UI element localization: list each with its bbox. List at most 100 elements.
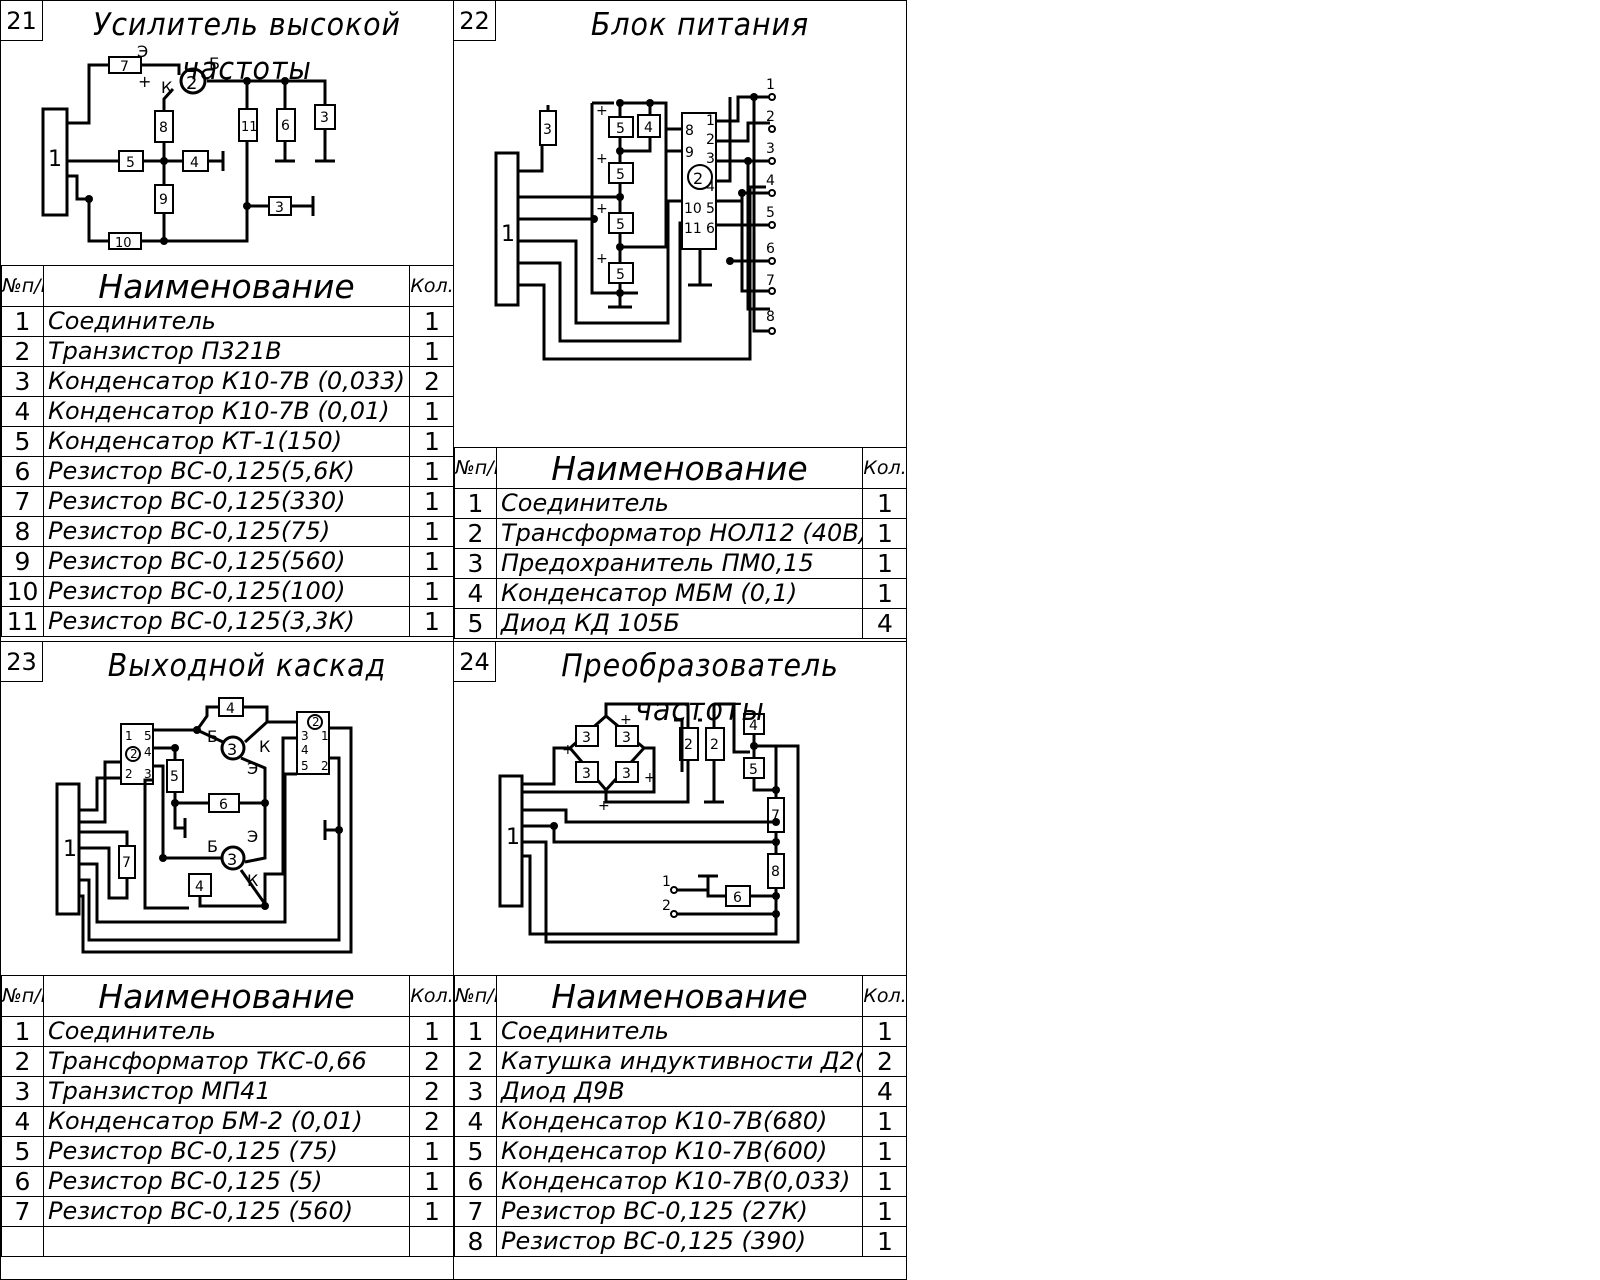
item-qty: 1: [409, 306, 453, 337]
header-num: №п/п: [1, 265, 44, 307]
item-number: 10: [1, 576, 44, 607]
item-number: 2: [1, 336, 44, 367]
item-qty: 1: [409, 546, 453, 577]
item-name: Конденсатор БМ-2 (0,01): [43, 1106, 410, 1137]
item-name: Резистор ВС-0,125 (27К): [496, 1196, 863, 1227]
svg-text:2: 2: [130, 747, 138, 761]
svg-text:4: 4: [766, 173, 775, 189]
svg-text:+: +: [562, 742, 574, 758]
svg-text:3: 3: [766, 141, 775, 157]
svg-text:6: 6: [733, 890, 742, 906]
svg-text:4: 4: [195, 879, 204, 895]
empty-cell: [1, 1226, 44, 1257]
item-number: 5: [1, 426, 44, 457]
item-number: 8: [454, 1226, 497, 1257]
svg-text:1: 1: [766, 77, 775, 93]
svg-text:Э: Э: [247, 827, 258, 846]
svg-text:5: 5: [170, 769, 179, 785]
svg-text:3: 3: [622, 766, 631, 782]
svg-text:+: +: [620, 712, 632, 728]
item-qty: 1: [862, 1016, 906, 1047]
item-qty: 1: [409, 516, 453, 547]
item-number: 3: [454, 1076, 497, 1107]
svg-text:3: 3: [227, 850, 237, 869]
item-qty: 1: [862, 1166, 906, 1197]
item-name: Резистор ВС-0,125 (75): [43, 1136, 410, 1167]
item-number: 2: [1, 1046, 44, 1077]
header-num: №п/п: [1, 975, 44, 1017]
item-qty: 4: [862, 608, 906, 639]
svg-text:3: 3: [582, 730, 591, 746]
svg-text:3: 3: [543, 122, 552, 138]
panel-title: Блок питания: [590, 7, 810, 43]
parts-list-21: №п/п Наименование Кол. 1Соединитель12Тра…: [1, 265, 453, 637]
item-qty: 1: [862, 548, 906, 579]
svg-text:8: 8: [685, 123, 694, 139]
panel-number: 24: [454, 642, 496, 682]
item-number: 7: [1, 486, 44, 517]
svg-text:1: 1: [506, 825, 520, 850]
svg-text:3: 3: [275, 200, 284, 216]
item-name: Трансформатор НОЛ12 (40В): [496, 518, 863, 549]
svg-text:4: 4: [706, 179, 715, 195]
svg-text:3: 3: [622, 730, 631, 746]
svg-text:1: 1: [706, 113, 715, 129]
header-name: Наименование: [496, 975, 863, 1017]
svg-text:5: 5: [301, 759, 309, 773]
item-name: Предохранитель ПМ0,15: [496, 548, 863, 579]
svg-text:2: 2: [684, 737, 693, 753]
header-name: Наименование: [43, 975, 410, 1017]
header-qty: Кол.: [409, 975, 453, 1017]
item-name: Транзистор МП41: [43, 1076, 410, 1107]
svg-text:1: 1: [662, 874, 671, 890]
svg-text:5: 5: [766, 205, 775, 221]
item-number: 4: [1, 1106, 44, 1137]
svg-text:1: 1: [501, 222, 515, 247]
svg-text:5: 5: [706, 201, 715, 217]
svg-text:2: 2: [321, 759, 329, 773]
panel-hf-amplifier: 21 Усилитель высокой частоты 1: [0, 0, 454, 642]
item-name: Соединитель: [43, 1016, 410, 1047]
panel-frequency-converter: 24 Преобразователь частоты 1 3 3 3 3 + +…: [453, 641, 907, 1280]
svg-text:+: +: [644, 770, 656, 786]
svg-text:2: 2: [186, 73, 197, 94]
item-number: 2: [454, 1046, 497, 1077]
item-number: 1: [454, 1016, 497, 1047]
header-qty: Кол.: [409, 265, 453, 307]
item-name: Соединитель: [496, 488, 863, 519]
item-number: 7: [454, 1196, 497, 1227]
panel-power-supply: 22 Блок питания 1 3 5 5 5 5 4: [453, 0, 907, 642]
svg-text:Б: Б: [207, 837, 218, 856]
item-qty: 2: [409, 1106, 453, 1137]
svg-text:+: +: [596, 201, 608, 217]
svg-text:5: 5: [616, 217, 625, 233]
header-qty: Кол.: [862, 447, 906, 489]
item-number: 2: [454, 518, 497, 549]
svg-text:4: 4: [190, 155, 199, 171]
panel-number: 23: [1, 642, 43, 682]
item-number: 11: [1, 606, 44, 637]
svg-text:5: 5: [126, 155, 135, 171]
item-name: Конденсатор К10-7В (0,033): [43, 366, 410, 397]
svg-text:+: +: [138, 72, 151, 91]
header-num: №п/п: [454, 975, 497, 1017]
item-qty: 1: [862, 518, 906, 549]
item-qty: 1: [409, 1166, 453, 1197]
header-qty: Кол.: [862, 975, 906, 1017]
parts-list-24: №п/п Наименование Кол. 1Соединитель12Кат…: [454, 975, 906, 1257]
item-number: 6: [1, 1166, 44, 1197]
